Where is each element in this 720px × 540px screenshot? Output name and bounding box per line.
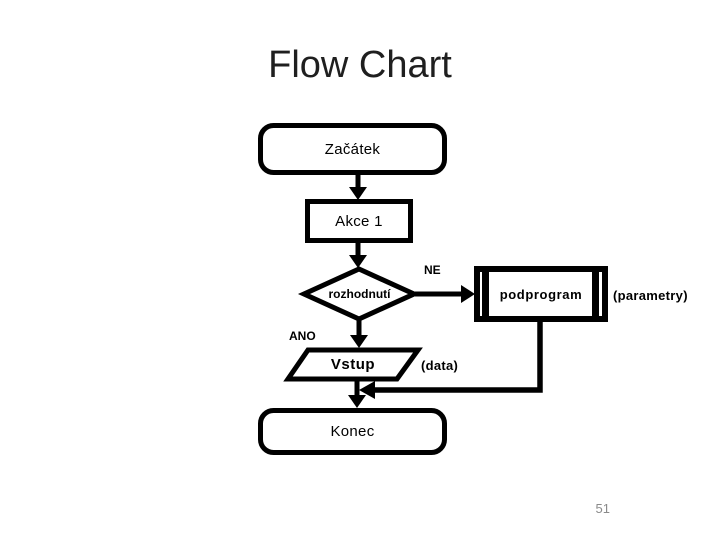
arrowhead-input-end [348, 395, 366, 408]
end-terminator-shape [258, 408, 447, 455]
arrowhead-decision-subroutine [461, 285, 475, 303]
branch-label-ano: ANO [289, 329, 316, 343]
input-node-label: Vstup [330, 356, 376, 373]
arrowhead-start-action [349, 187, 367, 200]
subroutine-annotation: (parametry) [613, 288, 688, 303]
action-process-shape [305, 199, 413, 243]
slide-title: Flow Chart [268, 44, 452, 86]
end-node-label: Konec [330, 423, 375, 440]
subroutine-shape [474, 266, 608, 322]
arrowhead-subroutine-return [359, 381, 375, 399]
arrowhead-action-decision [349, 255, 367, 268]
branch-label-ne: NE [424, 263, 441, 277]
page-number: 51 [595, 501, 610, 516]
decision-diamond-shape [297, 266, 421, 322]
connector-subroutine-return [374, 320, 543, 393]
start-node-label: Začátek [324, 140, 381, 158]
decision-node-label: rozhodnutí [328, 287, 391, 301]
subroutine-node-label: podprogram [499, 286, 583, 302]
start-terminator-shape [258, 123, 447, 175]
input-parallelogram-shape [283, 347, 423, 382]
action-node-label: Akce 1 [335, 212, 383, 230]
arrowhead-decision-input [350, 335, 368, 348]
input-annotation: (data) [421, 358, 459, 373]
